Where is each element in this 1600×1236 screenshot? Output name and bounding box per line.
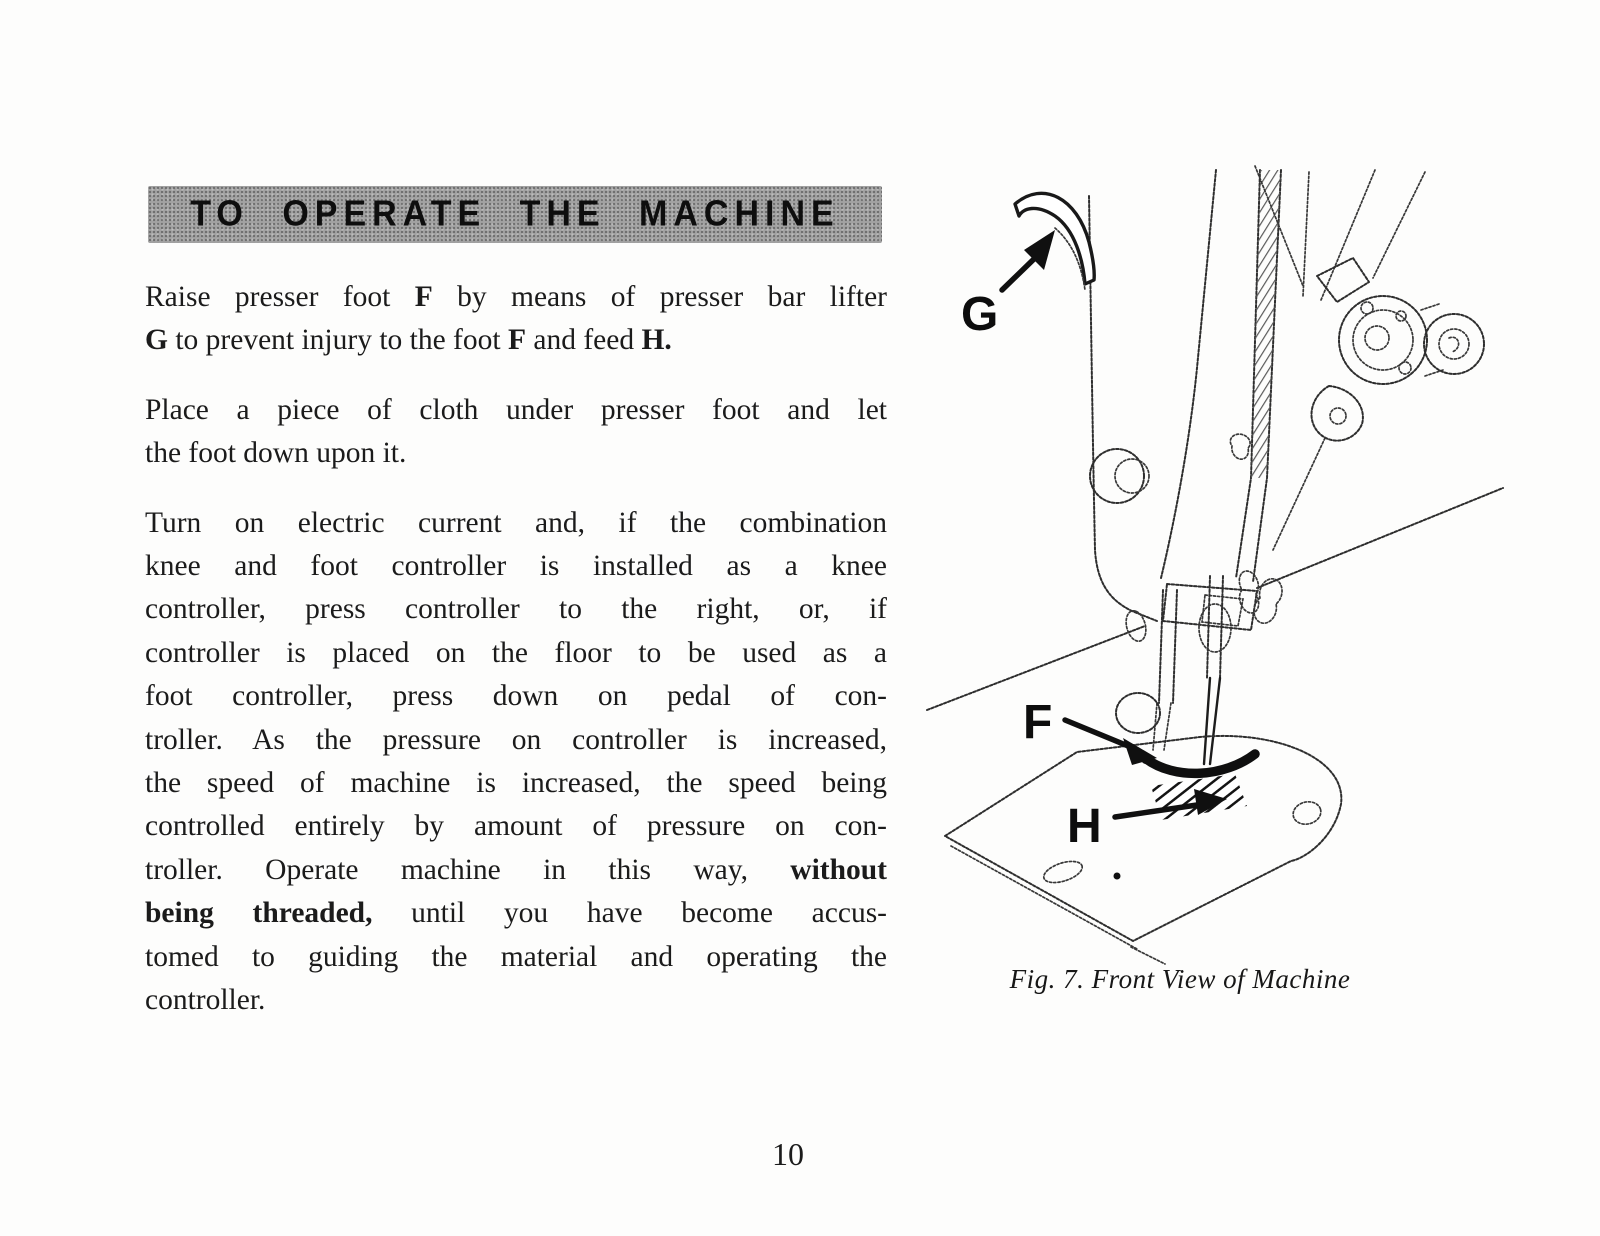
callout-g: G <box>961 230 1055 341</box>
section-title: TO OPERATE THE MACHINE <box>190 193 840 235</box>
text-line: Turn on electric current and, if the com… <box>145 506 887 539</box>
text-line: Place a piece of cloth under presser foo… <box>145 393 887 426</box>
body-text-column: Raise presser foot F by means of presser… <box>145 276 887 1049</box>
text-line: the speed of machine is increased, the s… <box>145 767 887 800</box>
machine-illustration: G F H <box>926 165 1504 965</box>
plate-hole-icon <box>1292 800 1322 826</box>
thread-lines <box>1254 165 1426 301</box>
label-f: F <box>1023 696 1052 749</box>
text-line: controlled entirely by amount of pressur… <box>145 810 887 843</box>
text-line: the foot down upon it. <box>145 437 407 470</box>
text-line: foot controller, press down on pedal of … <box>145 680 887 713</box>
paragraph: Place a piece of cloth under presser foo… <box>145 389 887 476</box>
machine-arm-drawing <box>1088 169 1310 631</box>
text-line: G to prevent injury to the foot F and fe… <box>145 324 672 357</box>
text-line: troller. Operate machine in this way, wi… <box>145 853 887 886</box>
page-number: 10 <box>772 1136 804 1172</box>
paragraph: Raise presser foot F by means of presser… <box>145 276 887 363</box>
label-h: H <box>1067 800 1102 853</box>
thumb-screw-icon <box>1089 448 1145 504</box>
bobbin-winder-drawing <box>1272 257 1485 551</box>
text-line: knee and foot controller is installed as… <box>145 550 887 583</box>
text-line: being threaded, until you have become ac… <box>145 897 887 930</box>
presser-and-needle-bar-drawing <box>1115 570 1283 766</box>
callout-h: H <box>1067 789 1227 853</box>
text-line: controller, press controller to the righ… <box>145 593 887 626</box>
paragraph: Turn on electric current and, if the com… <box>145 502 887 1023</box>
text-line: troller. As the pressure on controller i… <box>145 723 887 756</box>
presser-foot-drawing <box>1140 749 1260 779</box>
figure-caption: Fig. 7. Front View of Machine <box>1009 964 1351 994</box>
machine-bed-edges <box>926 487 1504 711</box>
wing-screw-icon <box>1229 433 1251 460</box>
label-g: G <box>961 288 998 341</box>
needle-plate-drawing <box>944 735 1343 965</box>
presser-bar-lifter-drawing <box>1013 191 1096 286</box>
text-line: tomed to guiding the material and operat… <box>145 940 887 973</box>
text-line: controller. <box>145 984 266 1017</box>
plate-slot-icon <box>1042 860 1084 884</box>
needle-drawing <box>1202 676 1222 766</box>
section-header-banner: TO OPERATE THE MACHINE <box>148 186 882 243</box>
text-line: Raise presser foot F by means of presser… <box>145 281 887 313</box>
text-line: controller is placed on the floor to be … <box>145 636 887 669</box>
callout-f: F <box>1023 696 1157 765</box>
